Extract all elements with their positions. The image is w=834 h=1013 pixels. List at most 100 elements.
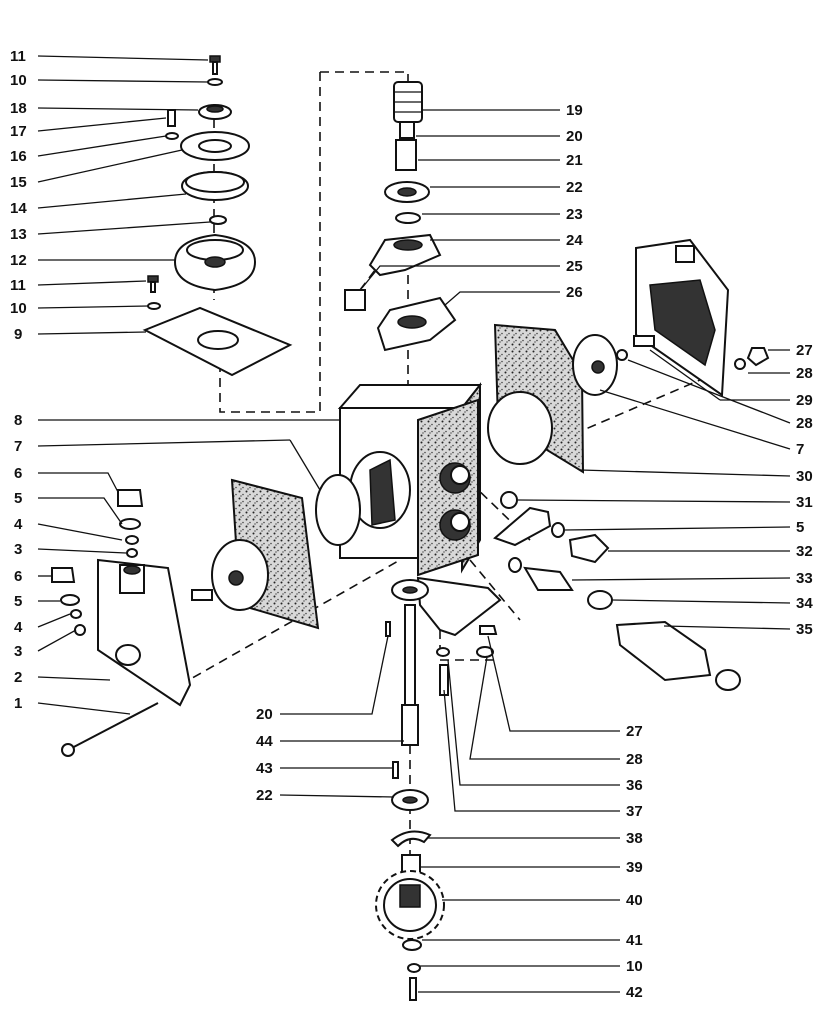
- part-31-washer: [500, 491, 518, 509]
- part-35-hose: [615, 620, 712, 682]
- gauge-assembly: [142, 55, 293, 377]
- part-43-key: [392, 761, 399, 779]
- part-7-diaphragm: [487, 391, 553, 465]
- label-39: 39: [626, 859, 643, 876]
- part-6-plug-lower: [51, 567, 76, 583]
- part-13-ring: [209, 215, 227, 225]
- label-7: 7: [14, 438, 22, 455]
- label-41: 41: [626, 932, 643, 949]
- label-43: 43: [256, 760, 273, 777]
- part-28-washer-outer: [734, 358, 746, 370]
- part-6-plug-top: [117, 489, 144, 507]
- label-2: 2: [14, 669, 22, 686]
- label-6: 6: [14, 465, 22, 482]
- lower-shaft-assembly: [375, 576, 502, 1001]
- part-20-pin: [399, 121, 415, 139]
- label-20: 20: [566, 128, 583, 145]
- label-13: 13: [10, 226, 27, 243]
- label-10b: 10: [10, 300, 27, 317]
- label-5b: 5: [14, 593, 22, 610]
- part-2-left-cover: [97, 558, 192, 707]
- label-38: 38: [626, 830, 643, 847]
- label-17: 17: [10, 123, 27, 140]
- label-1: 1: [14, 695, 22, 712]
- label-37: 37: [626, 803, 643, 820]
- label-42: 42: [626, 984, 643, 1001]
- part-21-sleeve: [395, 139, 417, 171]
- label-32: 32: [796, 543, 813, 560]
- label-30: 30: [796, 468, 813, 485]
- part-10-washer-bottom: [407, 963, 421, 973]
- part-28-washer-lower: [476, 646, 494, 658]
- part-10-washer-lower: [147, 302, 161, 310]
- part-25-bushing: [344, 289, 366, 311]
- label-27: 27: [796, 342, 813, 359]
- part-32-plug: [568, 533, 610, 564]
- part-33-nipple: [523, 566, 574, 591]
- label-8: 8: [14, 412, 22, 429]
- label-10: 10: [10, 72, 27, 89]
- label-16: 16: [10, 148, 27, 165]
- label-20-lower: 20: [256, 706, 273, 723]
- left-cover-assembly: [51, 474, 361, 757]
- label-19: 19: [566, 102, 583, 119]
- part-41-washer: [402, 939, 422, 951]
- upper-shaft-assembly: [344, 81, 457, 352]
- label-22: 22: [566, 179, 583, 196]
- part-34-clamp: [587, 590, 613, 610]
- part-5-washer-lower: [60, 594, 80, 606]
- part-27-nut-lower: [479, 625, 498, 635]
- label-4b: 4: [14, 619, 23, 636]
- label-15: 15: [10, 174, 27, 191]
- label-3b: 3: [14, 643, 22, 660]
- part-44-shaft: [404, 604, 416, 706]
- label-21: 21: [566, 152, 583, 169]
- part-4-washer-top: [125, 535, 139, 545]
- label-7-right: 7: [796, 441, 804, 458]
- label-31: 31: [796, 494, 813, 511]
- label-28: 28: [796, 365, 813, 382]
- part-36-bracket: [416, 576, 502, 637]
- label-25: 25: [566, 258, 583, 275]
- label-34: 34: [796, 595, 813, 612]
- label-23: 23: [566, 206, 583, 223]
- part-42-bolt: [409, 977, 417, 1001]
- part-5-washer-top: [119, 518, 141, 530]
- part-27-nut: [746, 347, 770, 367]
- label-28b: 28: [796, 415, 813, 432]
- label-27-lower: 27: [626, 723, 643, 740]
- part-3-nut-top: [126, 548, 138, 558]
- label-6b: 6: [14, 568, 22, 585]
- label-44: 44: [256, 733, 273, 750]
- part-7-diaphragm-left: [315, 474, 361, 546]
- part-38-retaining-ring: [390, 830, 432, 848]
- part-10-washer: [207, 78, 223, 86]
- label-3: 3: [14, 541, 22, 558]
- label-36: 36: [626, 777, 643, 794]
- part-20-pin-lower: [385, 621, 391, 637]
- labels-right: 19 20 21 22 23 24 25 26 27 28 29 28 7 30…: [566, 102, 813, 638]
- labels-left: 11 10 18 17 16 15 14 13 12 11 10 9 8 7 6…: [10, 48, 27, 712]
- part-5-washer-right: [551, 522, 565, 538]
- part-28-washer: [616, 349, 628, 361]
- label-35: 35: [796, 621, 813, 638]
- right-fittings: [493, 491, 741, 691]
- gearbox-housing: [337, 382, 483, 577]
- part-4-washer-lower: [70, 609, 82, 619]
- label-10-bottom: 10: [626, 958, 643, 975]
- part-23-washer: [395, 212, 421, 224]
- label-26: 26: [566, 284, 583, 301]
- part-3-nut-lower: [74, 624, 86, 636]
- label-28-lower: 28: [626, 751, 643, 768]
- label-24: 24: [566, 232, 583, 249]
- label-29: 29: [796, 392, 813, 409]
- label-18: 18: [10, 100, 27, 117]
- label-40: 40: [626, 892, 643, 909]
- part-11-screw-shank: [212, 61, 218, 75]
- label-5: 5: [14, 490, 22, 507]
- label-4: 4: [14, 516, 23, 533]
- right-cover-assembly: [487, 238, 770, 474]
- label-22-lower: 22: [256, 787, 273, 804]
- part-34-clamp-lower: [715, 669, 741, 691]
